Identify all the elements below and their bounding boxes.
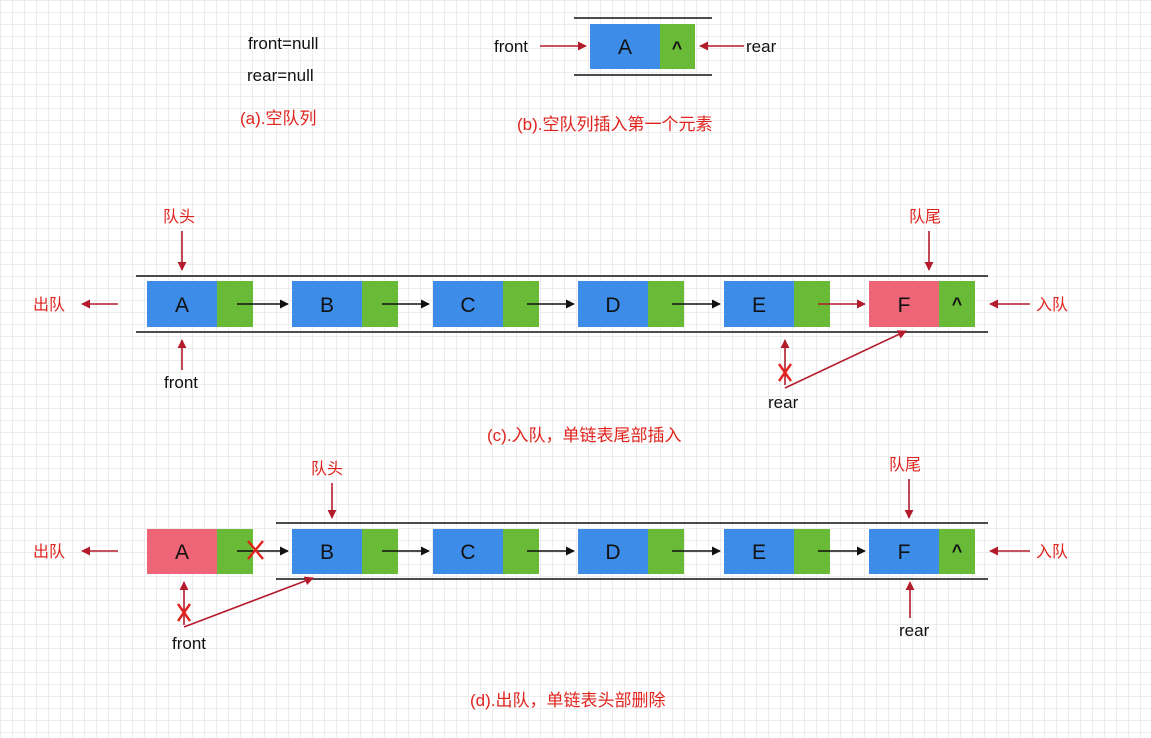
node-value: F: [898, 294, 911, 317]
node-value: C: [460, 294, 475, 317]
node-data-cell: [869, 529, 939, 574]
node-value: A: [175, 294, 189, 317]
front-null-label: front=null: [248, 34, 318, 53]
node-value: F: [898, 541, 911, 564]
queue-tail-label: 队尾: [909, 208, 941, 226]
node-a: A ^: [590, 24, 695, 69]
cross-mark-icon: [778, 363, 792, 382]
caption-c: (c).入队，单链表尾部插入: [487, 426, 682, 445]
null-pointer: ^: [952, 541, 963, 561]
dequeue-label: 出队: [33, 543, 65, 561]
node-value: D: [605, 294, 620, 317]
node-data-cell: [869, 281, 939, 327]
node-b: B: [292, 281, 398, 327]
node-data-cell: [724, 529, 794, 574]
panel-a: front=null rear=null (a).空队列: [240, 34, 318, 128]
node-value: B: [320, 294, 334, 317]
node-b: B: [292, 529, 398, 574]
node-next-cell: [939, 529, 975, 574]
queue-tail-label: 队尾: [889, 456, 921, 474]
dequeue-label: 出队: [33, 296, 65, 314]
node-value: E: [752, 294, 766, 317]
node-d: D: [578, 529, 684, 574]
node-data-cell: [292, 529, 362, 574]
removed-node-a: A: [147, 529, 253, 574]
node-next-cell: [939, 281, 975, 327]
node-data-cell: [433, 281, 503, 327]
node-data-cell: [578, 281, 648, 327]
panel-b: A ^ front rear (b).空队列插入第一个元素: [494, 17, 777, 134]
front-label: front: [172, 634, 206, 653]
node-data-cell: [590, 24, 660, 69]
node-value: E: [752, 541, 766, 564]
node-data-cell: [147, 281, 217, 327]
node-e: E: [724, 281, 830, 327]
queue-head-label: 队头: [311, 460, 343, 478]
new-front-arrow: [183, 576, 314, 628]
rear-label: rear: [899, 621, 930, 640]
node-value: A: [618, 36, 632, 59]
panel-d: A B C D E F ^: [33, 456, 1068, 710]
caption-a: (a).空队列: [240, 109, 317, 128]
node-value: A: [175, 541, 189, 564]
enqueue-label: 入队: [1036, 296, 1068, 314]
cross-mark-icon: [247, 540, 264, 560]
node-next-cell: [660, 24, 695, 69]
node-value: D: [605, 541, 620, 564]
node-c: C: [433, 529, 539, 574]
rear-label: rear: [746, 37, 777, 56]
null-pointer: ^: [952, 294, 963, 314]
node-data-cell: [578, 529, 648, 574]
rear-null-label: rear=null: [247, 66, 314, 85]
front-label: front: [494, 37, 528, 56]
node-c: C: [433, 281, 539, 327]
panel-c: A B C D E F ^: [33, 208, 1068, 445]
enqueue-label: 入队: [1036, 543, 1068, 561]
caption-b: (b).空队列插入第一个元素: [517, 115, 713, 134]
node-data-cell: [147, 529, 217, 574]
front-label: front: [164, 373, 198, 392]
caption-d: (d).出队，单链表头部删除: [470, 691, 666, 710]
node-e: E: [724, 529, 830, 574]
node-f: F ^: [869, 281, 975, 327]
node-data-cell: [292, 281, 362, 327]
node-f: F ^: [869, 529, 975, 574]
node-value: C: [460, 541, 475, 564]
rear-label: rear: [768, 393, 799, 412]
node-data-cell: [433, 529, 503, 574]
node-value: B: [320, 541, 334, 564]
new-rear-arrow: [784, 330, 907, 389]
queue-head-label: 队头: [163, 208, 195, 226]
null-pointer: ^: [672, 38, 683, 58]
node-d: D: [578, 281, 684, 327]
node-data-cell: [724, 281, 794, 327]
cross-mark-icon: [177, 603, 191, 622]
